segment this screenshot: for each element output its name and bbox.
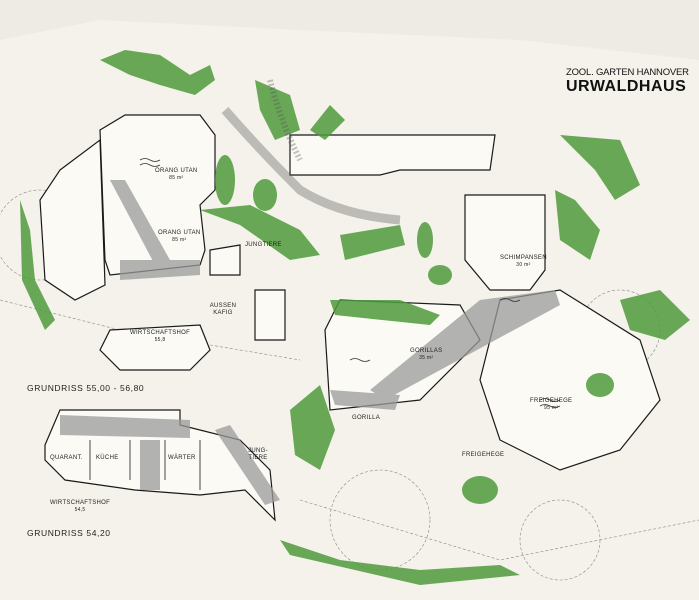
room-gorilla: GORILLA bbox=[352, 415, 381, 421]
title-main: URWALDHAUS bbox=[566, 78, 687, 95]
room-name: WIRTSCHAFTSHOF bbox=[50, 500, 111, 506]
room-name: ORANG UTAN bbox=[155, 168, 198, 174]
room-area: 85 m² bbox=[172, 237, 187, 243]
plan-label-lower: GRUNDRISS 54,20 bbox=[27, 528, 111, 538]
room-name: GORILLAS bbox=[410, 348, 443, 354]
room-area: 30 m² bbox=[516, 262, 531, 268]
room-jungtiere-lower: JUNG- TIERE bbox=[248, 448, 268, 461]
room-name: SCHIMPANSEN bbox=[500, 255, 547, 261]
room-area: 35 m² bbox=[419, 355, 434, 361]
room-name: ORANG UTAN bbox=[158, 230, 201, 236]
room-area: 85 m² bbox=[169, 175, 184, 181]
room-kueche: KÜCHE bbox=[96, 455, 119, 461]
plan-label-upper: GRUNDRISS 55,00 - 56,80 bbox=[27, 383, 145, 393]
room-aussenkafig: AUSSEN KAFIG bbox=[209, 303, 237, 316]
room-level: 55,8 bbox=[154, 337, 166, 343]
room-name: WIRTSCHAFTSHOF bbox=[130, 330, 191, 336]
room-freigehege-2: FREIGEHEGE bbox=[462, 452, 505, 458]
room-level: 54,5 bbox=[74, 507, 86, 513]
room-quarant: QUARANT. bbox=[50, 455, 83, 461]
room-jungtiere: JUNGTIERE bbox=[245, 242, 282, 248]
room-waerter: WÄRTER bbox=[168, 455, 196, 461]
room-name: FREIGEHEGE bbox=[530, 398, 573, 404]
title-subtitle: ZOOL. GARTEN HANNOVER bbox=[566, 67, 689, 78]
room-area: 95 m² bbox=[544, 405, 559, 411]
